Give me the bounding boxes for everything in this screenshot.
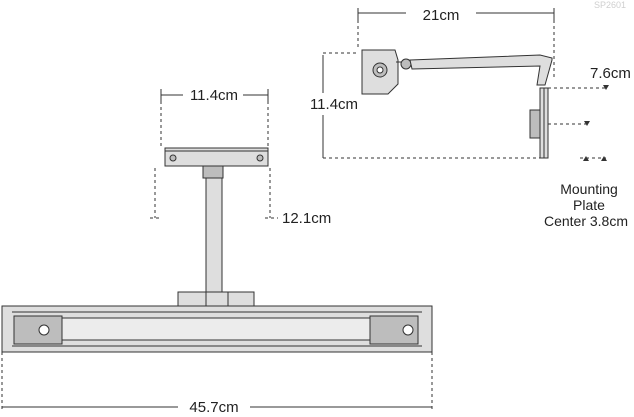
lamp-arm [409, 54, 553, 86]
side-view: 21cm 11.4cm 7.6cm Mounting Plate C [300, 3, 631, 229]
wall-plate-screw-right [256, 154, 264, 162]
side-height-label: 11.4cm [310, 96, 358, 113]
end-cap-left-socket [38, 324, 50, 336]
end-cap-left [13, 315, 63, 345]
mounting-label-line2: Plate [573, 197, 605, 213]
offset-arrow-mid [584, 121, 590, 126]
front-view: 11.4cm 12.1cm 45.7cm [1, 85, 433, 417]
arm-collar [202, 165, 224, 179]
mounting-label-line1: Mounting [560, 181, 618, 197]
side-offset-label: 7.6cm [590, 65, 631, 82]
product-code: SP2601 [594, 0, 626, 10]
arm-stem [205, 177, 223, 294]
side-height-label-bg [300, 93, 360, 115]
pivot-center [376, 66, 384, 74]
side-width-label-bg [406, 3, 476, 25]
wall-plate-screw-left [169, 154, 177, 162]
swivel-screw [400, 58, 412, 70]
mounting-label-line3: Center 3.8cm [544, 213, 628, 229]
light-tube [39, 317, 381, 341]
shade-bulb-housing [529, 109, 541, 139]
overall-width-label: 45.7cm [189, 399, 238, 416]
plate-height-label: 12.1cm [282, 210, 331, 227]
shade-mount [177, 291, 255, 307]
plate-width-label-bg [183, 85, 243, 105]
plate-width-label: 11.4cm [190, 87, 238, 104]
mount-arrow-right [601, 156, 607, 161]
end-cap-right-socket [402, 324, 414, 336]
mount-arrow [583, 156, 589, 161]
side-width-label: 21cm [423, 7, 460, 24]
overall-label-bg [178, 398, 250, 417]
offset-arrow-top [603, 85, 609, 90]
